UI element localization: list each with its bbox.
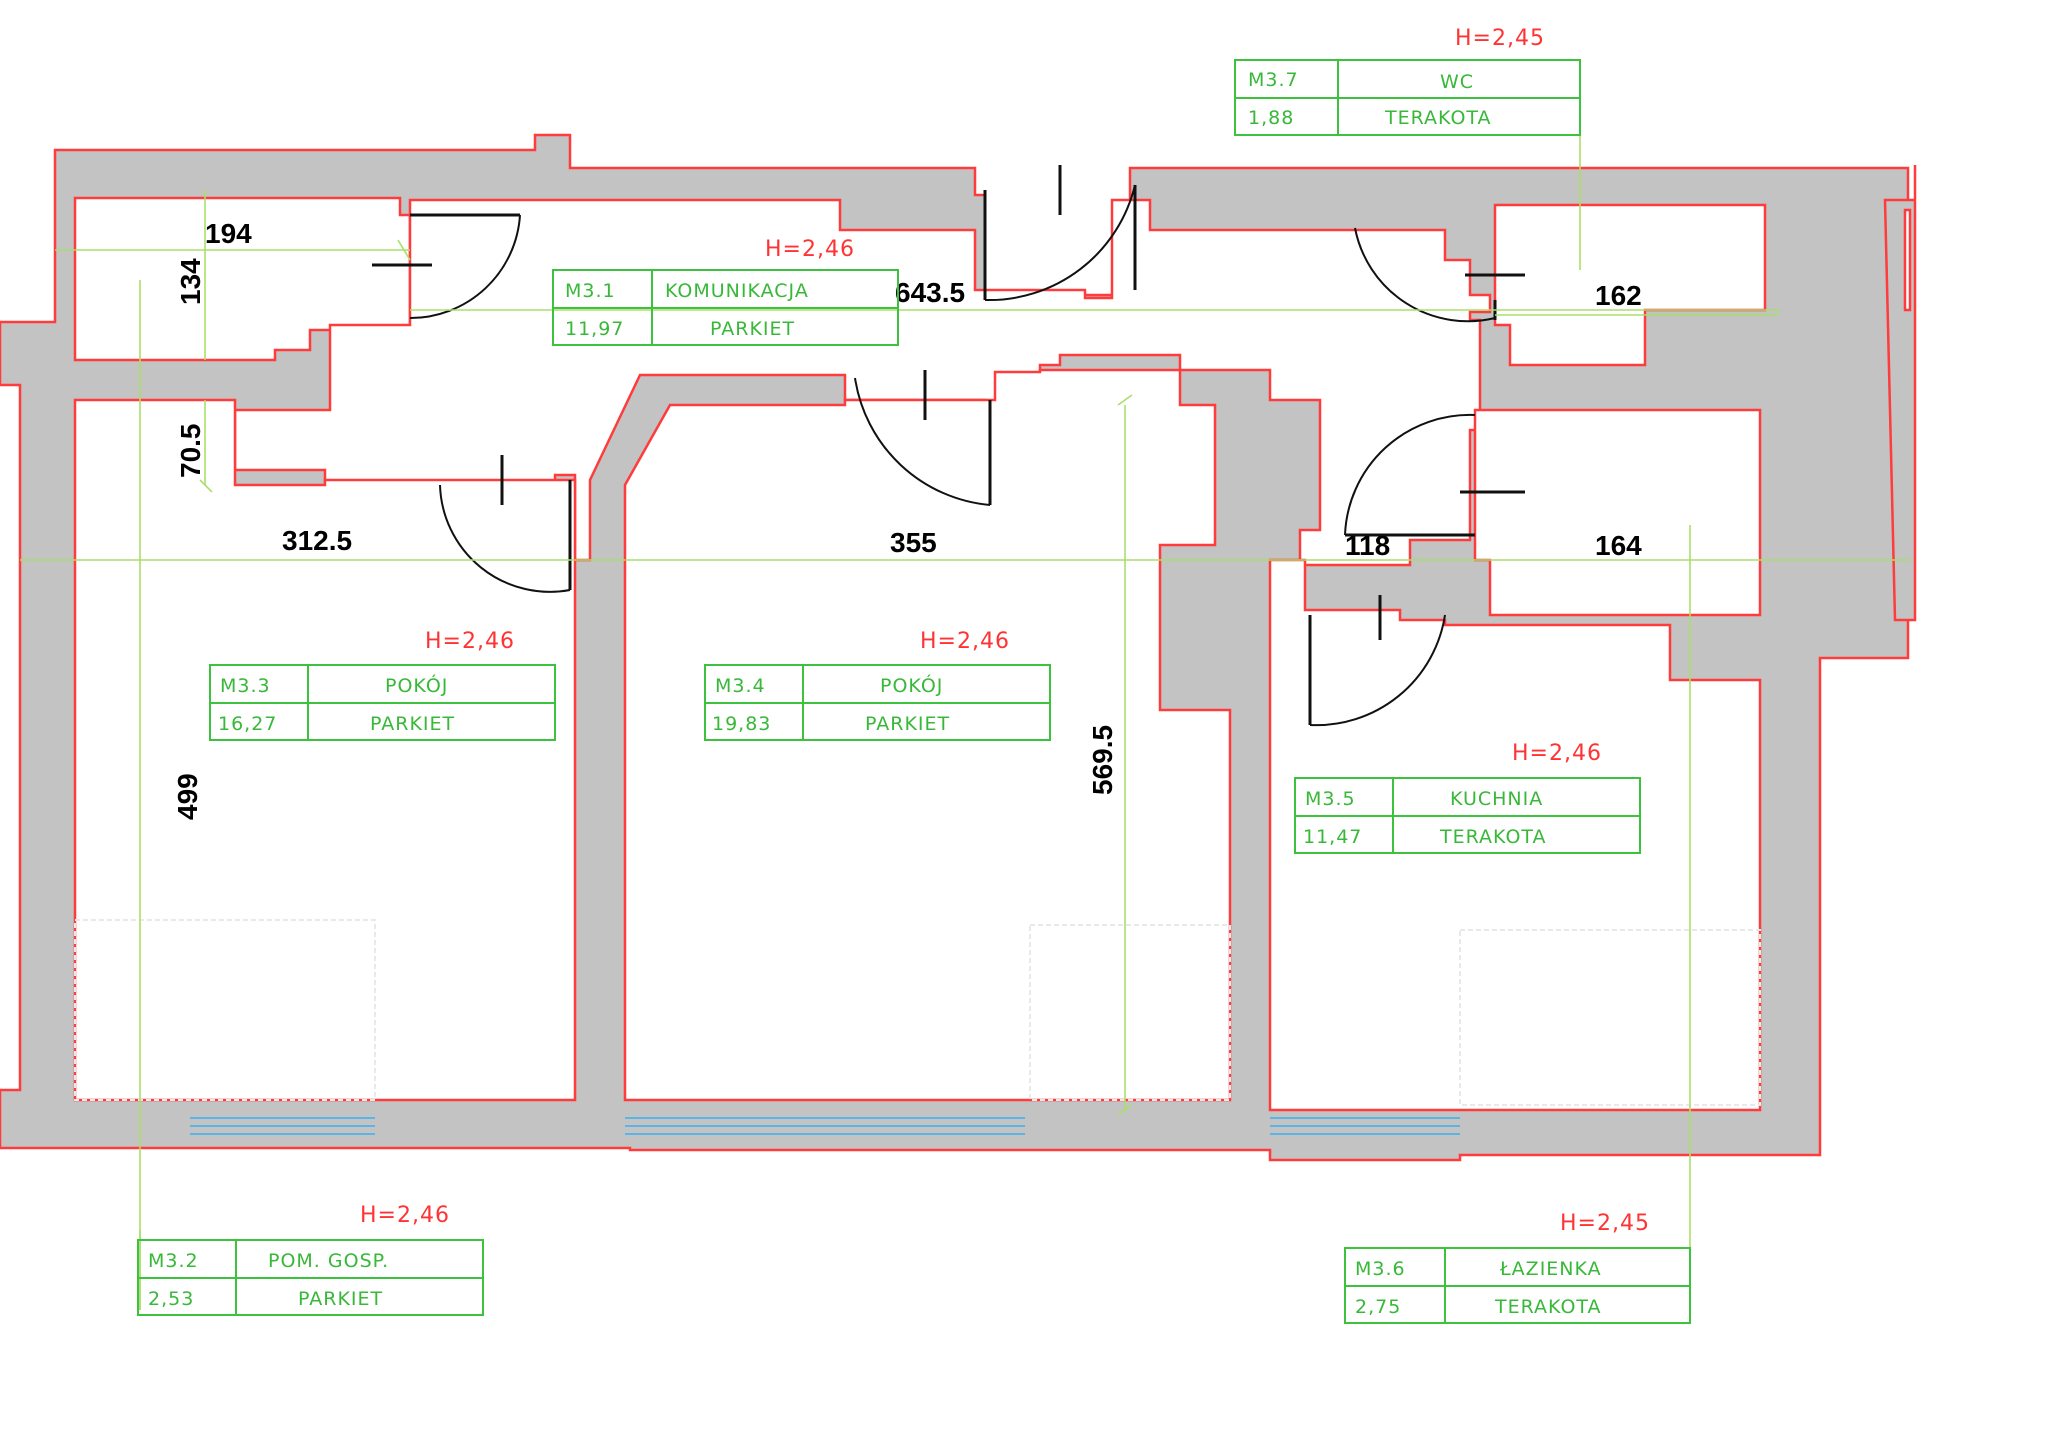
furniture-outline [1029,924,1231,1101]
room-interior-right-edge [1903,208,1912,312]
dim-label-643-5: 643.5 [895,277,965,308]
room-height: H=2,46 [765,237,855,262]
room-interior-m3-4 [623,368,1232,1102]
door-m3-5 [1308,595,1446,727]
dim-label-118: 118 [1345,530,1390,561]
room-area: 16,27 [218,713,277,735]
dim-label-194: 194 [205,218,252,249]
room-label-m3-7: H=2,45 M3.7 WC 1,88 TERAKOTA [1234,26,1581,136]
room-name: KOMUNIKACJA [665,280,809,302]
dim-label-312-5: 312.5 [282,525,352,556]
door-m3-4 [854,370,992,506]
room-area: 19,83 [712,713,771,735]
room-height: H=2,46 [1512,741,1602,766]
room-interior-m3-2 [73,196,412,362]
room-area: 2,75 [1355,1296,1401,1318]
dimension-labels: 194 134 643.5 162 70.5 312.5 355 118 164… [172,218,1642,820]
dim-tick [397,239,411,261]
room-id: M3.1 [565,280,616,302]
room-finish: TERAKOTA [1384,107,1492,129]
room-area: 2,53 [148,1288,194,1310]
room-name: KUCHNIA [1450,788,1543,810]
room-interior-m3-5 [1268,558,1762,1112]
room-name: POM. GOSP. [268,1250,389,1272]
room-interior-m3-1 [233,198,1492,567]
room-id: M3.7 [1248,69,1299,91]
room-label-m3-3: H=2,46 M3.3 POKÓJ 16,27 PARKIET [209,629,556,741]
furniture-outline [1459,929,1761,1106]
room-finish: PARKIET [710,318,795,340]
room-name: POKÓJ [880,673,943,697]
dim-label-569-5: 569.5 [1087,725,1118,795]
room-name: POKÓJ [385,673,448,697]
dim-label-134: 134 [175,258,206,305]
room-finish: PARKIET [298,1288,383,1310]
dim-label-355: 355 [890,527,937,558]
room-label-m3-2: H=2,46 M3.2 POM. GOSP. 2,53 PARKIET [137,1203,484,1316]
room-height: H=2,46 [425,629,515,654]
dim-label-70-5: 70.5 [175,424,206,479]
room-finish: TERAKOTA [1494,1296,1602,1318]
door-m3-3 [439,455,572,593]
room-id: M3.3 [220,675,271,697]
room-interiors [73,196,1912,1112]
dimension-lines [20,60,1910,1320]
room-name: ŁAZIENKA [1499,1258,1602,1280]
dim-label-162: 162 [1595,280,1642,311]
dim-label-164: 164 [1595,530,1642,561]
room-name: WC [1440,71,1474,93]
room-height: H=2,46 [360,1203,450,1228]
room-interior-m3-3 [73,398,577,1102]
room-area: 11,97 [565,318,624,340]
room-id: M3.2 [148,1250,199,1272]
room-label-m3-5: H=2,46 M3.5 KUCHNIA 11,47 TERAKOTA [1294,741,1641,854]
room-id: M3.6 [1355,1258,1406,1280]
room-area: 11,47 [1303,826,1362,848]
room-interior-m3-6 [1473,408,1762,617]
room-id: M3.4 [715,675,766,697]
room-finish: PARKIET [370,713,455,735]
dim-tick [1117,394,1133,406]
room-height: H=2,45 [1455,26,1545,51]
door-m3-6 [1344,413,1525,537]
room-height: H=2,46 [920,629,1010,654]
room-id: M3.5 [1305,788,1356,810]
room-label-m3-4: H=2,46 M3.4 POKÓJ 19,83 PARKIET [704,629,1051,741]
windows [190,1117,1460,1135]
door-m3-2 [372,213,521,320]
door-entrance [983,165,1137,302]
room-label-m3-6: H=2,45 M3.6 ŁAZIENKA 2,75 TERAKOTA [1344,1211,1691,1324]
room-interior-m3-7 [1493,203,1767,367]
dim-tick [1117,1104,1133,1116]
room-finish: PARKIET [865,713,950,735]
dim-label-499: 499 [172,773,203,820]
room-finish: TERAKOTA [1439,826,1547,848]
doors [372,165,1525,727]
room-label-m3-1: H=2,46 M3.1 KOMUNIKACJA 11,97 PARKIET [552,237,899,346]
room-height: H=2,45 [1560,1211,1650,1236]
room-area: 1,88 [1248,107,1294,129]
furniture-outlines [74,919,1761,1106]
dim-tick [199,479,213,493]
